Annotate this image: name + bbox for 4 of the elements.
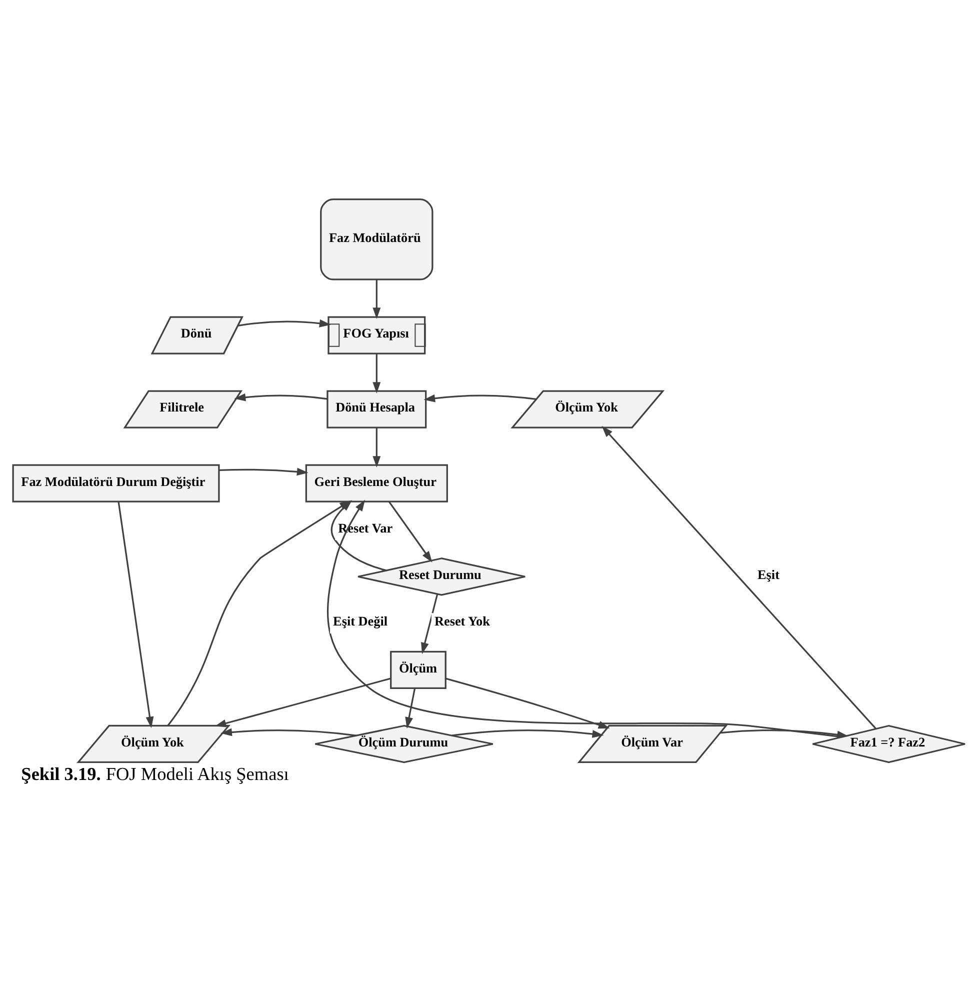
edge-label: Eşit xyxy=(756,567,779,582)
edge-label: Reset Yok xyxy=(434,614,490,629)
edge-label: Eşit Değil xyxy=(332,614,388,629)
caption: Şekil 3.19. FOJ Modeli Akış Şeması xyxy=(20,764,288,784)
